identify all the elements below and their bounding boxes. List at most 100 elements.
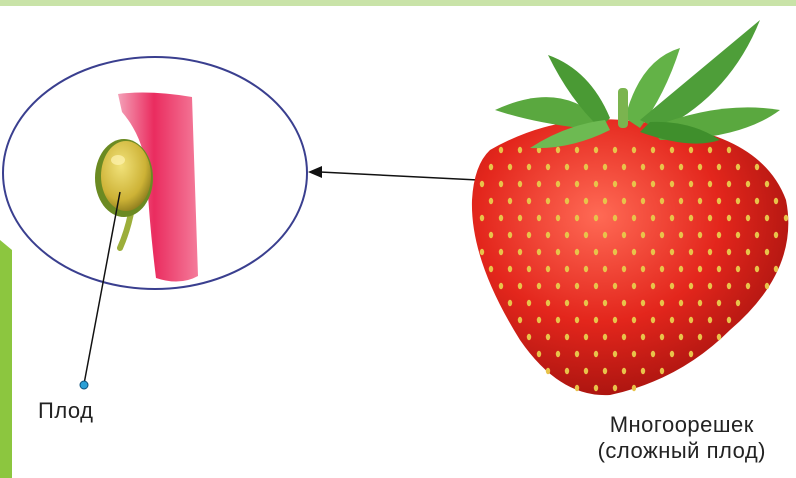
- pointer-dot-icon: [80, 381, 88, 389]
- seed-dot: [527, 300, 531, 306]
- seed-dot: [480, 215, 484, 221]
- seed-dot: [708, 249, 712, 255]
- seed-dot: [584, 368, 588, 374]
- seed-dot: [698, 300, 702, 306]
- seed-dot: [489, 232, 493, 238]
- seed-dot: [651, 147, 655, 153]
- seed-dot: [594, 147, 598, 153]
- seed-dot: [632, 215, 636, 221]
- seed-dot: [603, 368, 607, 374]
- seed-dot: [546, 198, 550, 204]
- seed-dot: [480, 181, 484, 187]
- seed-dot: [717, 198, 721, 204]
- seed-dot: [603, 232, 607, 238]
- zoom-arrow-line: [320, 172, 478, 180]
- seed-dot: [518, 283, 522, 289]
- seed-dot: [641, 334, 645, 340]
- seed-dot: [565, 266, 569, 272]
- seed-dot: [660, 266, 664, 272]
- seed-dot: [584, 300, 588, 306]
- seed-dot: [727, 215, 731, 221]
- seed-dot: [575, 181, 579, 187]
- seed-dot: [613, 283, 617, 289]
- seed-dot: [660, 334, 664, 340]
- seed-dot: [651, 215, 655, 221]
- seed-dot: [575, 147, 579, 153]
- seed-dot: [622, 164, 626, 170]
- seed-dot: [565, 368, 569, 374]
- seed-dot: [613, 385, 617, 391]
- seed-dot: [660, 368, 664, 374]
- seed-dot: [499, 147, 503, 153]
- seed-dot: [689, 317, 693, 323]
- seed-dot: [575, 351, 579, 357]
- seed-dot: [575, 249, 579, 255]
- seed-dot: [546, 266, 550, 272]
- seed-dot: [603, 164, 607, 170]
- seed-dot: [641, 198, 645, 204]
- seed-dot: [670, 249, 674, 255]
- seed-dot: [774, 266, 778, 272]
- seed-dot: [736, 266, 740, 272]
- seed-dot: [537, 283, 541, 289]
- seed-dot: [613, 147, 617, 153]
- seed-dot: [717, 334, 721, 340]
- seed-dot: [565, 334, 569, 340]
- seed-dot: [603, 300, 607, 306]
- seed-dot: [689, 351, 693, 357]
- seed-dot: [679, 300, 683, 306]
- seed-dot: [527, 198, 531, 204]
- seed-dot: [632, 317, 636, 323]
- seed-dot: [774, 232, 778, 238]
- seed-dot: [632, 147, 636, 153]
- seed-dot: [660, 198, 664, 204]
- seed-dot: [660, 300, 664, 306]
- seed-dot: [717, 232, 721, 238]
- seed-dot: [689, 147, 693, 153]
- seed-dot: [556, 215, 560, 221]
- seed-dot: [708, 283, 712, 289]
- seed-dot: [603, 334, 607, 340]
- seed-dot: [660, 164, 664, 170]
- seed-dot: [689, 181, 693, 187]
- seed-dot: [546, 164, 550, 170]
- seed-dot: [603, 266, 607, 272]
- seed-dot: [527, 334, 531, 340]
- seed-dot: [584, 232, 588, 238]
- seed-dot: [641, 232, 645, 238]
- seed-dot: [641, 300, 645, 306]
- seed-dot: [641, 164, 645, 170]
- seed-dot: [489, 266, 493, 272]
- seed-dot: [660, 232, 664, 238]
- seed-dot: [670, 215, 674, 221]
- seed-dot: [594, 317, 598, 323]
- seed-dot: [575, 215, 579, 221]
- seed-dot: [632, 249, 636, 255]
- seed-dot: [508, 232, 512, 238]
- seed-dot: [679, 164, 683, 170]
- seed-dot: [679, 266, 683, 272]
- seed-dot: [613, 249, 617, 255]
- seed-dot: [717, 300, 721, 306]
- seed-dot: [499, 249, 503, 255]
- seed-dot: [556, 351, 560, 357]
- seed-dot: [765, 181, 769, 187]
- seed-dot: [651, 181, 655, 187]
- seed-dot: [736, 232, 740, 238]
- seed-dot: [698, 164, 702, 170]
- seed-dot: [584, 334, 588, 340]
- seed-dot: [575, 317, 579, 323]
- seed-dot: [527, 232, 531, 238]
- seed-dot: [518, 215, 522, 221]
- seed-dot: [508, 198, 512, 204]
- seed-dot: [622, 334, 626, 340]
- seed-dot: [565, 300, 569, 306]
- seed-dot: [556, 249, 560, 255]
- seed-dot: [708, 215, 712, 221]
- seed-dot: [508, 164, 512, 170]
- seed-dot: [727, 249, 731, 255]
- seed-dot: [622, 232, 626, 238]
- seed-dot: [727, 147, 731, 153]
- seed-dot: [556, 147, 560, 153]
